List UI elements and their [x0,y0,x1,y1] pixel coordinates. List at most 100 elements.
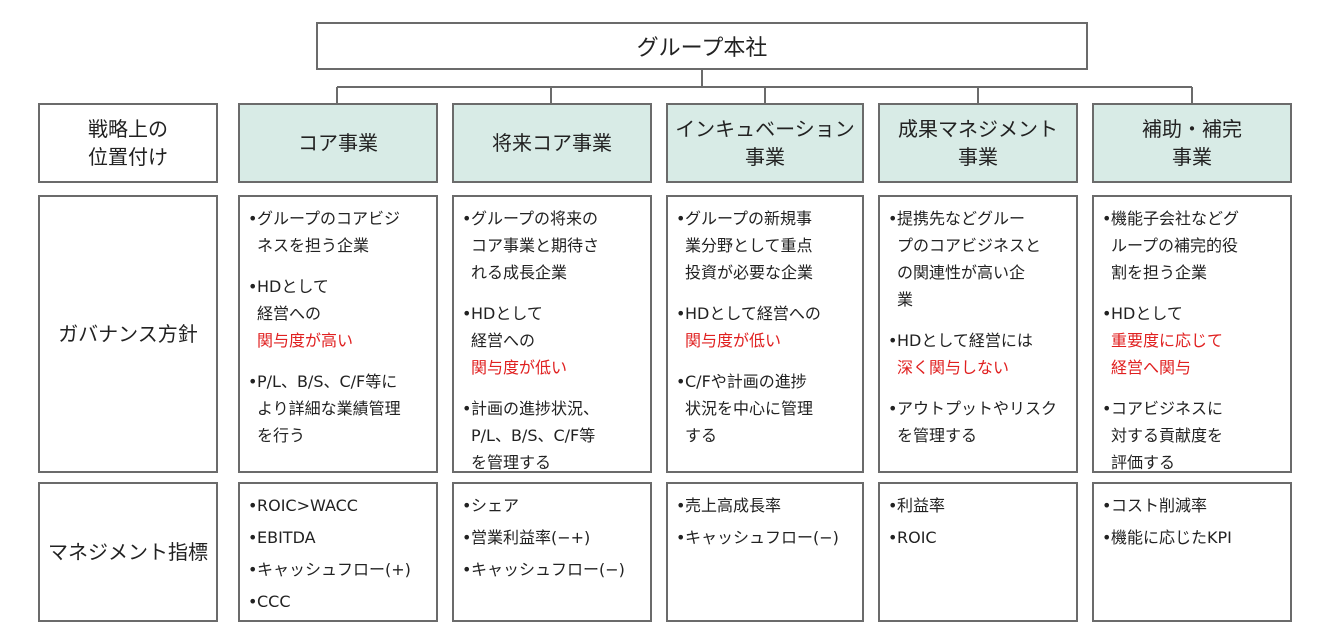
governance-line: グループのコアビジ [257,209,401,228]
governance-line: コアビジネスに [1111,399,1224,418]
kpi-cell-auxiliary: •コスト削減率 •機能に応じたKPI [1092,482,1292,622]
kpi-item: •利益率 [888,492,1070,519]
kpi-item: •ROIC>WACC [248,492,430,519]
kpi-item: •ROIC [888,524,1070,551]
governance-item: • HDとして 経営への 関与度が低い [462,300,644,381]
kpi-item: •EBITDA [248,524,430,551]
governance-line: する [685,426,718,445]
kpi-item: •コスト削減率 [1102,492,1284,519]
group-headquarters-label: グループ本社 [636,36,768,61]
governance-item: • HDとして 重要度に応じて 経営へ関与 [1102,300,1284,381]
governance-line: ループの補完的役 [1111,236,1239,255]
governance-emphasis: 関与度が低い [685,331,782,350]
kpi-text: 営業利益率(−+) [471,528,591,547]
org-connector-lines [336,70,1193,103]
governance-item: • グループの将来の コア事業と期待さ れる成長企業 [462,205,644,286]
governance-line: コア事業と期待さ [471,236,600,255]
row-label-governance: ガバナンス方針 [38,195,218,473]
governance-line: より詳細な業績管理 [257,399,401,418]
governance-item: • 提携先などグルー プのコアビジネスと の関連性が高い企 業 [888,205,1070,313]
kpi-text: キャッシュフロー(+) [257,560,411,579]
governance-line: 提携先などグルー [897,209,1026,228]
governance-line: HDとして [1111,304,1183,323]
group-headquarters-box: グループ本社 [316,22,1088,70]
governance-cell-future-core: • グループの将来の コア事業と期待さ れる成長企業 • HDとして 経営への … [452,195,652,473]
column-header-line: 事業 [1172,145,1212,169]
column-header-line: 事業 [744,145,785,169]
governance-line: 割を担う企業 [1111,263,1208,282]
governance-line: HDとして [257,277,329,296]
row-label-strategic-position: 戦略上の 位置付け [38,103,218,183]
governance-line: P/L、B/S、C/F等に [257,372,398,391]
governance-line: 経営への [257,304,322,323]
governance-line: の関連性が高い企 [897,263,1026,282]
kpi-text: EBITDA [257,528,316,547]
governance-line: アウトプットやリスク [897,399,1058,418]
column-header-line: コア事業 [298,131,378,155]
governance-emphasis: 関与度が高い [257,331,354,350]
governance-line: 状況を中心に管理 [685,399,814,418]
governance-cell-results-management: • 提携先などグルー プのコアビジネスと の関連性が高い企 業 • HDとして経… [878,195,1078,473]
kpi-text: 売上高成長率 [685,496,782,515]
column-header-incubation: インキュベーション 事業 [666,103,864,183]
kpi-text: 利益率 [897,496,946,515]
kpi-item: •売上高成長率 [676,492,856,519]
governance-item: • P/L、B/S、C/F等に より詳細な業績管理 を行う [248,368,430,449]
kpi-item: •CCC [248,588,430,615]
governance-item: • アウトプットやリスク を管理する [888,395,1070,449]
governance-line: れる成長企業 [471,263,568,282]
column-header-results-management: 成果マネジメント 事業 [878,103,1078,183]
governance-cell-core: • グループのコアビジ ネスを担う企業 • HDとして 経営への 関与度が高い … [238,195,438,473]
kpi-item: •シェア [462,492,644,519]
kpi-cell-core: •ROIC>WACC •EBITDA •キャッシュフロー(+) •CCC [238,482,438,622]
kpi-text: ROIC [897,528,937,547]
governance-line: C/Fや計画の進捗 [685,372,807,391]
governance-line: を管理する [897,426,978,445]
governance-line: プのコアビジネスと [897,236,1042,255]
kpi-text: 機能に応じたKPI [1111,528,1232,547]
column-header-core: コア事業 [238,103,438,183]
kpi-item: •キャッシュフロー(−) [676,524,856,551]
governance-item: • 計画の進捗状況、 P/L、B/S、C/F等 を管理する [462,395,644,476]
governance-item: • HDとして経営には 深く関与しない [888,327,1070,381]
kpi-cell-results-management: •利益率 •ROIC [878,482,1078,622]
governance-line: グループの新規事 [685,209,813,228]
governance-line: ネスを担う企業 [257,236,370,255]
governance-item: • 機能子会社などグ ループの補完的役 割を担う企業 [1102,205,1284,286]
kpi-cell-future-core: •シェア •営業利益率(−+) •キャッシュフロー(−) [452,482,652,622]
governance-line: 評価する [1111,453,1176,472]
governance-line: 投資が必要な企業 [685,263,814,282]
kpi-text: ROIC>WACC [257,496,358,515]
row-label-kpi: マネジメント指標 [38,482,218,622]
governance-item: • C/Fや計画の進捗 状況を中心に管理 する [676,368,856,449]
column-header-line: 補助・補完 [1142,117,1242,141]
kpi-item: •キャッシュフロー(+) [248,556,430,583]
governance-item: • HDとして 経営への 関与度が高い [248,273,430,354]
row-label-line: 戦略上の [88,117,168,141]
governance-line: P/L、B/S、C/F等 [471,426,596,445]
column-header-auxiliary: 補助・補完 事業 [1092,103,1292,183]
governance-line: を管理する [471,453,552,472]
governance-emphasis: 経営へ関与 [1111,358,1192,377]
governance-line: HDとして経営への [685,304,821,323]
row-label-kpi-text: マネジメント指標 [48,540,208,564]
kpi-cell-incubation: •売上高成長率 •キャッシュフロー(−) [666,482,864,622]
governance-line: HDとして [471,304,543,323]
column-header-line: 将来コア事業 [492,131,612,155]
column-header-line: 事業 [958,145,998,169]
governance-line: 経営への [471,331,536,350]
governance-item: • HDとして経営への 関与度が低い [676,300,856,354]
governance-line: 業 [897,290,914,309]
kpi-text: シェア [471,496,520,515]
column-header-line: インキュベーション [675,117,855,141]
governance-cell-incubation: • グループの新規事 業分野として重点 投資が必要な企業 • HDとして経営への… [666,195,864,473]
kpi-text: キャッシュフロー(−) [685,528,839,547]
governance-line: HDとして経営には [897,331,1033,350]
governance-cell-auxiliary: • 機能子会社などグ ループの補完的役 割を担う企業 • HDとして 重要度に応… [1092,195,1292,473]
governance-line: 機能子会社などグ [1111,209,1240,228]
governance-item: • グループの新規事 業分野として重点 投資が必要な企業 [676,205,856,286]
governance-emphasis: 深く関与しない [897,358,1010,377]
kpi-text: キャッシュフロー(−) [471,560,625,579]
governance-line: 業分野として重点 [685,236,813,255]
row-label-governance-text: ガバナンス方針 [58,322,198,346]
